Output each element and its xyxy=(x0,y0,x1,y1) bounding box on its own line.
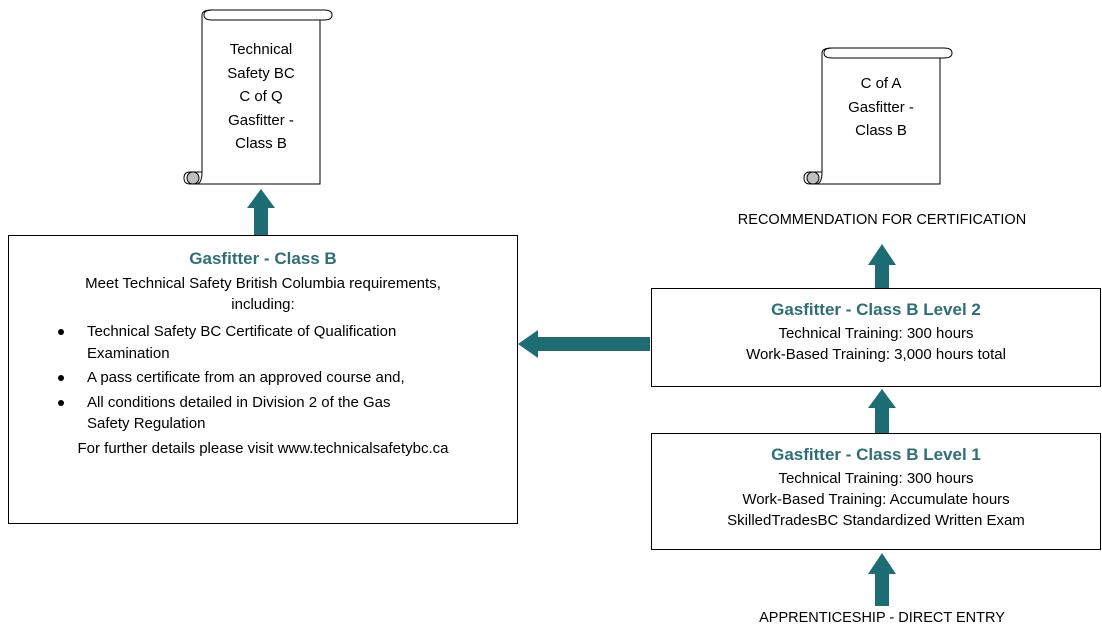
coa-certificate-scroll: C of A Gasfitter - Class B xyxy=(802,42,958,192)
level-2-title: Gasfitter - Class B Level 2 xyxy=(771,300,981,319)
scroll-line: Class B xyxy=(235,135,287,152)
list-item: Technical Safety BC Certificate of Quali… xyxy=(9,321,517,364)
level-2-line: Work-Based Training: 3,000 hours total xyxy=(746,346,1006,363)
level-1-line: Work-Based Training: Accumulate hours xyxy=(742,491,1010,508)
coq-certificate-scroll: Technical Safety BC C of Q Gasfitter - C… xyxy=(182,4,338,192)
level-1-line: SkilledTradesBC Standardized Written Exa… xyxy=(727,512,1025,529)
arrow-to-recommendation xyxy=(868,244,896,288)
list-item-text: Technical Safety BC Certificate of Quali… xyxy=(87,323,397,340)
entry-label: APPRENTICESHIP - DIRECT ENTRY xyxy=(759,610,1005,626)
list-item: All conditions detailed in Division 2 of… xyxy=(9,392,517,435)
scroll-icon xyxy=(803,47,953,185)
scroll-line: Safety BC xyxy=(227,64,295,82)
scroll-line: Gasfitter - xyxy=(228,111,294,129)
scroll-line: C of Q xyxy=(239,88,283,105)
cert-box-footer: For further details please visit www.tec… xyxy=(77,439,449,457)
arrow-level2-to-cert-box xyxy=(518,330,650,358)
recommendation-label: RECOMMENDATION FOR CERTIFICATION xyxy=(737,212,1027,228)
cert-box-intro-cont: including: xyxy=(231,296,295,313)
level-2-box: Gasfitter - Class B Level 2 Technical Tr… xyxy=(651,288,1101,387)
scroll-icon xyxy=(183,9,333,185)
list-item-text: Examination xyxy=(87,344,170,362)
scroll-line: C of A xyxy=(860,75,902,92)
level-2-line: Technical Training: 300 hours xyxy=(778,325,974,342)
arrow-to-coq-scroll xyxy=(247,189,275,235)
list-item: A pass certificate from an approved cour… xyxy=(9,367,517,389)
level-1-title: Gasfitter - Class B Level 1 xyxy=(771,445,981,464)
cert-box-title: Gasfitter - Class B xyxy=(189,249,337,268)
scroll-line: Class B xyxy=(855,122,907,139)
list-item-text: All conditions detailed in Division 2 of… xyxy=(87,393,391,411)
cert-box-intro: Meet Technical Safety British Columbia r… xyxy=(85,275,441,292)
certification-requirements-box: Gasfitter - Class B Meet Technical Safet… xyxy=(8,235,518,524)
arrow-entry-to-level1 xyxy=(868,553,896,606)
scroll-line: Technical xyxy=(229,41,293,58)
level-1-line: Technical Training: 300 hours xyxy=(778,470,974,487)
list-item-text: Safety Regulation xyxy=(87,415,206,432)
arrow-level1-to-level2 xyxy=(868,389,896,433)
requirements-list: Technical Safety BC Certificate of Quali… xyxy=(9,321,517,435)
list-item-text: A pass certificate from an approved cour… xyxy=(87,369,405,386)
level-1-box: Gasfitter - Class B Level 1 Technical Tr… xyxy=(651,433,1101,550)
scroll-line: Gasfitter - xyxy=(848,98,914,116)
